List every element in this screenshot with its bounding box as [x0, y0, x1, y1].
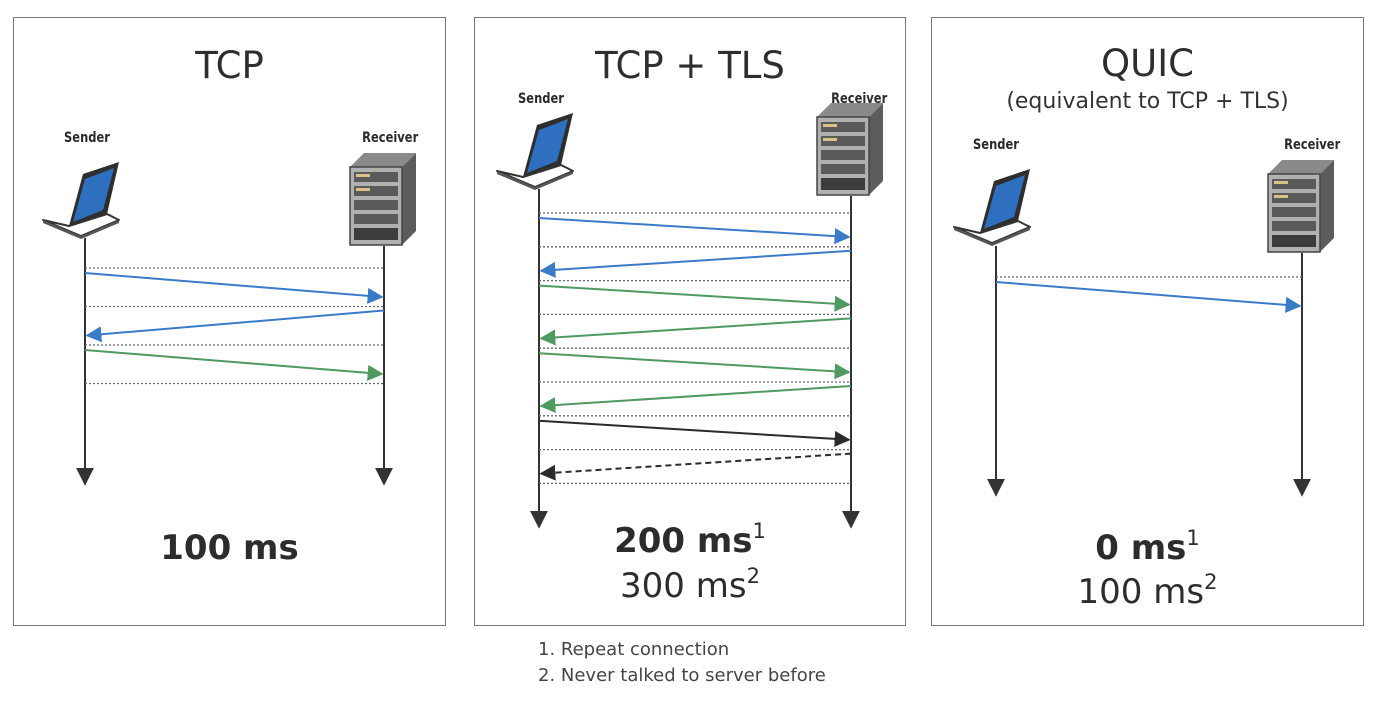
latency-secondary: 100 ms2 — [1077, 570, 1218, 613]
tcp-messages — [84, 267, 385, 385]
message-arrow-black — [538, 419, 851, 447]
footnotes: 1. Repeat connection 2. Never talked to … — [538, 637, 826, 689]
laptop-icon — [953, 168, 1031, 247]
panel-title: TCP + TLS — [595, 44, 785, 87]
message-arrow-green — [538, 284, 851, 312]
footnote-2: 2. Never talked to server before — [538, 665, 826, 686]
latency-primary: 0 ms1 — [1095, 526, 1200, 569]
message-arrow-black — [539, 452, 852, 481]
footnote-ref: 2 — [746, 564, 760, 588]
message-arrow-green — [538, 352, 851, 380]
latency-primary: 200 ms1 — [614, 519, 766, 562]
quic-messages — [995, 276, 1302, 313]
panel-title: QUIC — [1101, 42, 1194, 85]
message-arrow-blue — [539, 249, 852, 278]
server-icon — [816, 102, 884, 196]
server-icon — [1267, 159, 1335, 253]
message-arrow-blue — [995, 281, 1302, 313]
message-arrow-blue — [84, 272, 384, 304]
server-icon — [349, 152, 417, 246]
latency-primary: 100 ms — [160, 528, 299, 568]
message-arrow-green — [539, 317, 852, 346]
tls-messages — [538, 212, 852, 485]
footnote-ref: 1 — [1186, 526, 1200, 550]
footnote-ref: 1 — [752, 519, 766, 543]
message-arrow-blue — [538, 217, 851, 245]
receiver-label: Receiver — [362, 130, 419, 146]
message-arrow-blue — [85, 309, 385, 343]
sender-label: Sender — [518, 91, 564, 107]
laptop-icon — [42, 161, 120, 240]
sender-label: Sender — [64, 130, 110, 146]
panel-quic: QUIC (equivalent to TCP + TLS) Sender Re… — [931, 17, 1364, 626]
laptop-icon — [496, 112, 574, 191]
footnote-1: 1. Repeat connection — [538, 639, 730, 660]
panel-subtitle: (equivalent to TCP + TLS) — [1006, 89, 1289, 114]
panel-title: TCP — [195, 44, 264, 87]
latency-secondary: 300 ms2 — [620, 564, 760, 607]
sender-label: Sender — [973, 137, 1019, 153]
message-arrow-green — [84, 349, 384, 381]
receiver-label: Receiver — [1284, 137, 1341, 153]
message-arrow-green — [539, 385, 852, 414]
footnote-ref: 2 — [1204, 570, 1218, 594]
